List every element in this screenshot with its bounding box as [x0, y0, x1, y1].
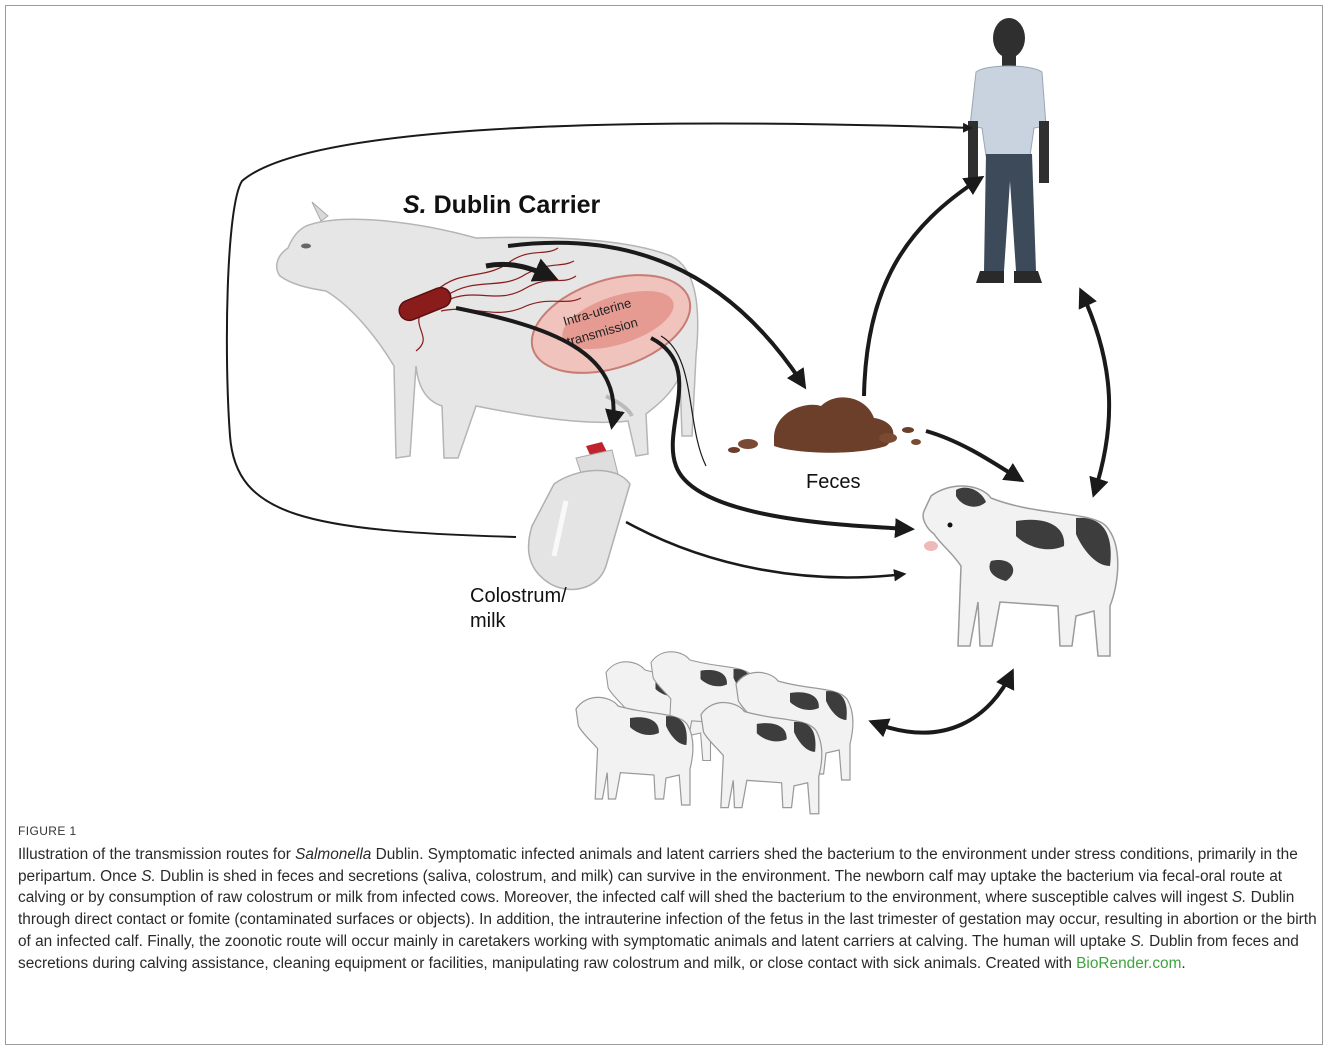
calf-icon: [923, 486, 1118, 656]
person-icon: [968, 18, 1049, 283]
arrow-feces-to-calf: [926, 431, 1021, 480]
caption-text: Illustration of the transmission routes …: [18, 844, 1318, 974]
figure-caption: FIGURE 1 Illustration of the transmissio…: [18, 824, 1318, 974]
arrow-human-calf: [1081, 291, 1109, 494]
calf-herd-icon: [576, 652, 853, 814]
figure-frame: Intra-uterine transmission S. Dublin Car…: [5, 5, 1323, 1045]
feces-icon: [728, 397, 921, 453]
colostrum-label-line2: milk: [470, 610, 507, 632]
arrow-feces-to-human: [864, 178, 981, 396]
arrow-bottle-to-calf: [626, 522, 904, 577]
carrier-title: S. Dublin Carrier: [403, 191, 601, 219]
feces-label: Feces: [806, 471, 860, 493]
figure-label: FIGURE 1: [18, 824, 1318, 838]
biorender-link[interactable]: BioRender.com: [1076, 955, 1181, 972]
arrow-herd-calf: [872, 672, 1012, 733]
bottle-icon: [529, 442, 630, 589]
transmission-diagram: Intra-uterine transmission S. Dublin Car…: [6, 6, 1322, 816]
colostrum-label-line1: Colostrum/: [470, 585, 567, 607]
transmission-arrows: [227, 123, 1109, 732]
